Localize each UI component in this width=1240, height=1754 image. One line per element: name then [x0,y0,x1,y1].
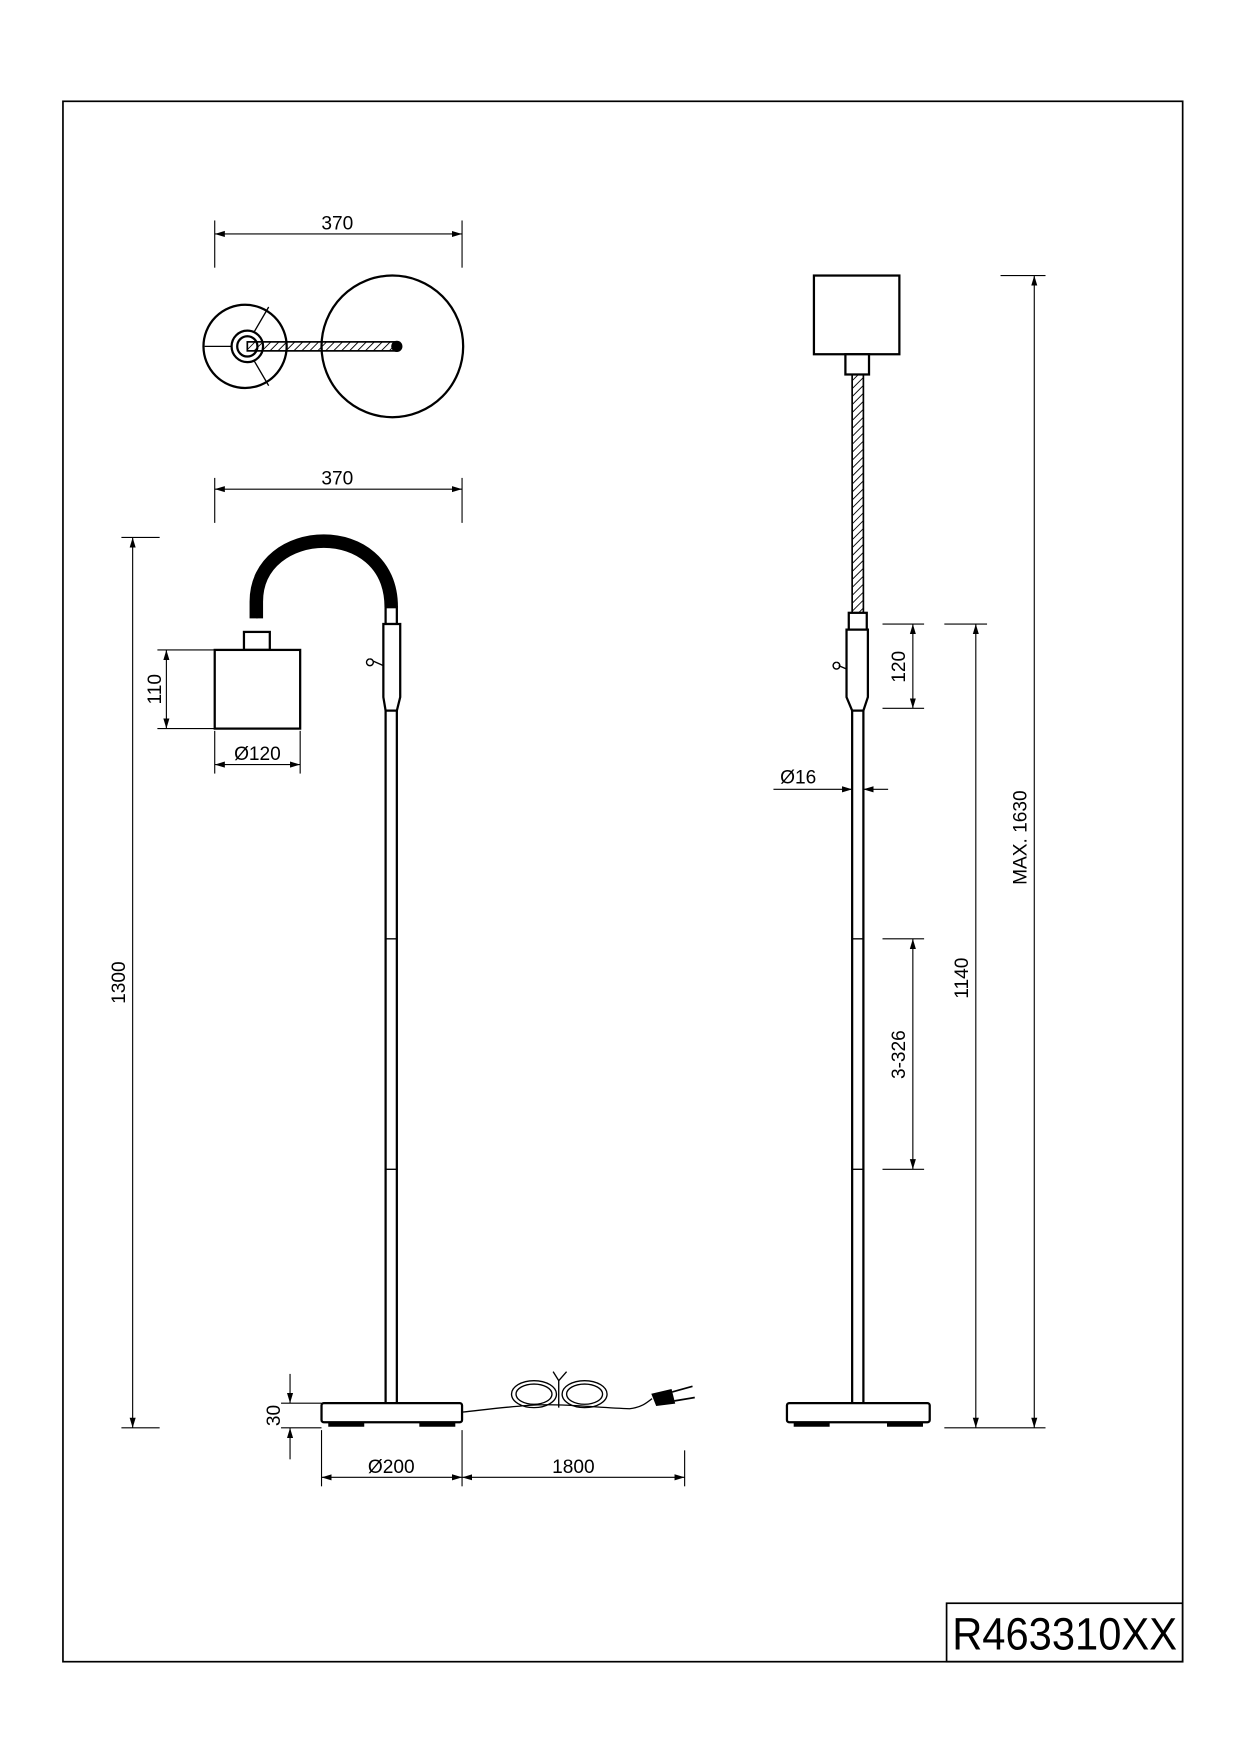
arm [246,341,398,352]
dim-total-height: 1300 [109,961,130,1004]
pole [384,709,398,1405]
switch-icon [365,658,384,667]
drawing-frame [62,100,1184,1663]
title-block: R463310XX [945,1602,1184,1663]
switch-housing [845,628,870,712]
dim-switch-section: 120 [889,651,910,683]
dim-pole-diameter: Ø16 [780,768,816,789]
base [320,1402,464,1424]
dim-cable-length: 1800 [552,1457,595,1478]
dim-top-width: 370 [321,213,353,234]
dim-max-height: MAX. 1630 [1010,790,1031,885]
dim-shade-height: 110 [145,674,166,704]
switch-housing [382,622,402,712]
switch-icon [832,661,847,670]
shade [812,274,901,356]
top-view: 370 [202,213,465,419]
dim-pole-height: 1140 [952,958,973,999]
base [785,1402,931,1424]
dim-shade-diameter: Ø120 [234,744,281,765]
plug-icon [651,1385,695,1406]
shade-cap [242,630,271,652]
product-code: R463310XX [952,1608,1177,1659]
dim-base-diameter: Ø200 [368,1457,415,1478]
pole [851,709,865,1405]
cable [461,1371,653,1413]
dim-base-height: 30 [264,1405,285,1426]
flex-arm [851,373,865,614]
dim-segment-range: 3-326 [889,1030,910,1079]
shade [213,648,302,730]
dim-side-width: 370 [321,469,353,490]
front-view: Ø16 120 3-326 1140 MAX. 1630 [773,274,1046,1429]
side-view: 370 1300 110 Ø120 [109,469,695,1487]
